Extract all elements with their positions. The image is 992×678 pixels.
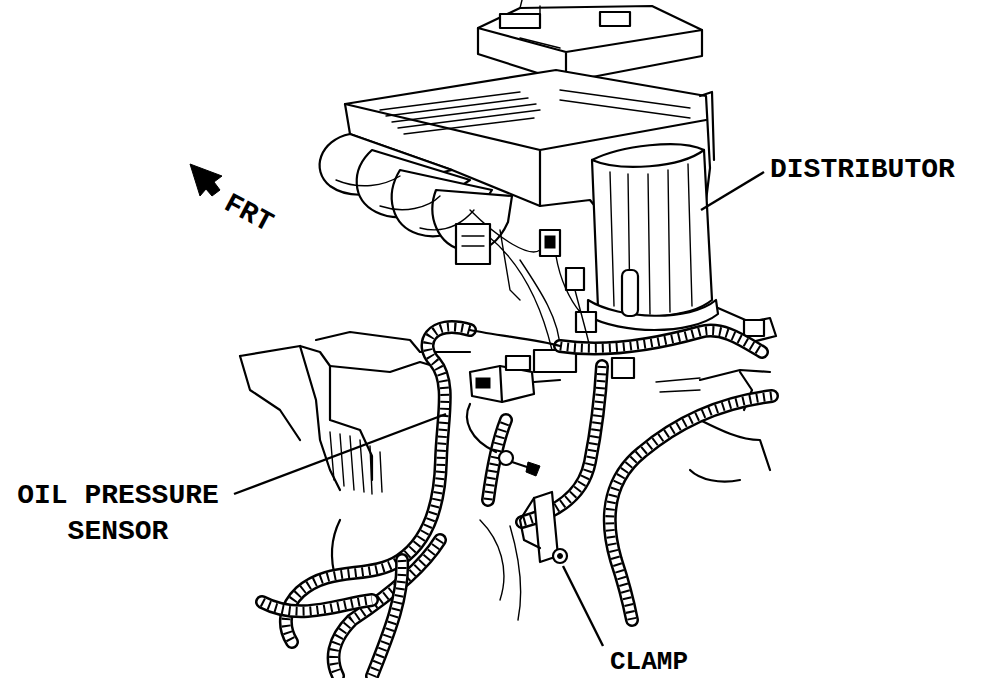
leader-line: [701, 172, 764, 210]
module-tab: [500, 14, 540, 28]
leader-line: [563, 566, 603, 646]
harness-clamp: [520, 492, 567, 563]
wiring-harness: [262, 327, 772, 676]
part-label: DISTRIBUTOR: [770, 154, 955, 186]
connector: [612, 358, 634, 378]
distributor-body: [588, 144, 776, 344]
sensor-port: [476, 378, 490, 388]
module-tab: [600, 12, 630, 26]
leader-line: [234, 414, 446, 494]
bolt: [467, 404, 540, 476]
connector: [540, 230, 560, 256]
bracket: [456, 224, 490, 264]
connector: [744, 320, 764, 336]
distributor-cap-post: [622, 270, 638, 316]
connector-pin: [545, 236, 555, 248]
part-label: OIL PRESSURE SENSOR: [3, 478, 233, 550]
sensor-connector: [506, 356, 530, 370]
front-arrow: [190, 164, 222, 196]
connector: [566, 268, 584, 290]
oil-pressure-sensor: [470, 356, 560, 402]
direction-label: FRT: [218, 188, 278, 240]
top-module: [478, 0, 702, 82]
part-label: CLAMP: [610, 648, 688, 676]
